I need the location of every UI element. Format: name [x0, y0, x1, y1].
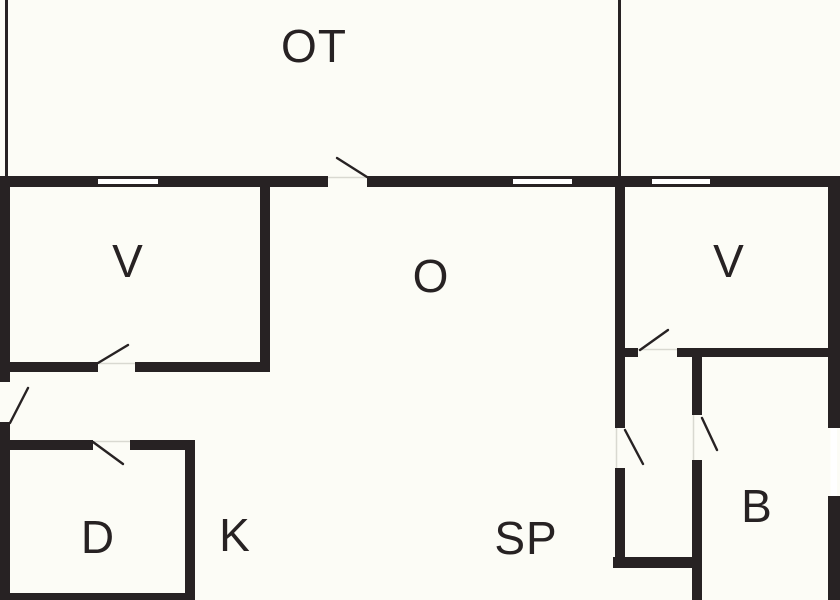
room-label-sp: SP: [494, 512, 557, 564]
terrace-right-boundary: [618, 0, 621, 176]
window-bedroom-right: [652, 179, 710, 184]
door-swing-room-d: [91, 440, 125, 466]
bedroom-left-south-wall-east: [135, 362, 270, 372]
room-d-south-wall: [10, 593, 195, 600]
door-swing-bathroom: [700, 416, 719, 452]
window-living-room: [513, 179, 572, 184]
terrace-left-boundary: [5, 0, 8, 176]
window-bedroom-left: [98, 179, 158, 184]
window-bathroom: [830, 428, 837, 496]
room-label-k: K: [219, 509, 251, 561]
bedroom-right-south-wall-west: [615, 348, 638, 357]
corridor-west-wall-lower: [615, 468, 625, 568]
bedroom-right-south-wall-east: [677, 348, 828, 357]
bathroom-west-wall-lower: [692, 460, 702, 600]
door-swing-corridor: [623, 428, 645, 466]
room-d-k-divider-wall: [185, 440, 195, 600]
door-swing-bedroom-right: [638, 328, 670, 352]
room-d-north-wall-east: [130, 440, 192, 450]
bedroom-left-south-wall-west: [10, 362, 98, 372]
bathroom-west-wall-upper: [692, 357, 702, 415]
door-swing-terrace: [335, 156, 369, 179]
door-swing-bedroom-left: [96, 343, 130, 365]
door-swing-entry: [8, 386, 30, 425]
room-label-b: B: [741, 480, 773, 532]
room-label-d: D: [81, 511, 115, 563]
room-label-v-left: V: [112, 235, 144, 287]
exterior-wall-right-lower: [828, 496, 840, 600]
room-label-o: O: [413, 250, 450, 302]
bedroom-left-east-wall: [260, 187, 270, 372]
exterior-wall-right-upper: [828, 187, 840, 428]
exterior-wall-top-right-segment: [367, 176, 840, 187]
exterior-wall-left-upper: [0, 176, 10, 382]
corridor-west-wall-upper: [615, 187, 625, 428]
exterior-wall-top-left-segment: [0, 176, 328, 187]
room-label-v-right: V: [713, 235, 745, 287]
exterior-wall-left-lower: [0, 422, 10, 600]
room-label-ot: OT: [281, 20, 347, 72]
corridor-south-wall: [613, 557, 702, 568]
room-d-north-wall-west: [10, 440, 93, 450]
